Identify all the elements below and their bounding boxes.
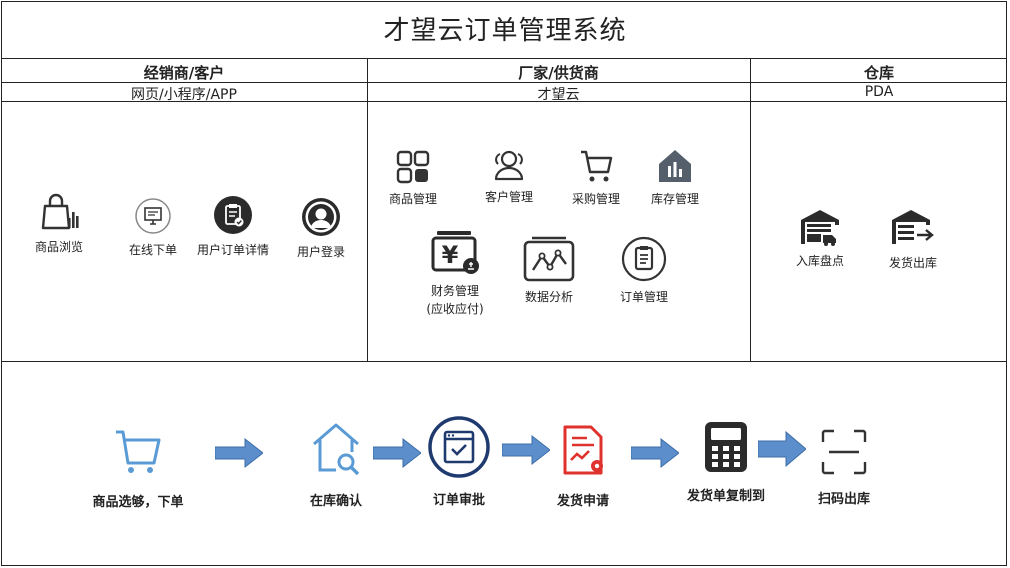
function-label: 客户管理 [484,190,533,204]
function-inventory-manage: 库存管理 [620,148,730,208]
monitor-order-icon [135,198,171,234]
warehouse-truck-icon [801,210,839,246]
step-stock-confirm: 在库确认 [276,422,396,509]
pda-device-icon [705,422,747,472]
step-select-order: 商品选够，下单 [78,425,198,510]
function-label: 财务管理(应收应付) [426,284,484,316]
step-label: 扫码出库 [817,492,870,507]
function-customer-manage: 客户管理 [454,148,564,206]
flow-arrow-icon [502,434,550,466]
function-label: 采购管理 [571,192,620,206]
column-header-warehouse: 仓库 [863,64,894,82]
function-label: 数据分析 [524,290,573,304]
function-finance-manage: ¥ 财务管理(应收应付) [400,228,510,318]
divider [1,58,1007,59]
page-title: 才望云订单管理系统 [383,16,627,46]
divider [1,361,1007,362]
step-order-approval: 订单审批 [399,415,519,508]
function-data-analysis: 数据分析 [494,236,604,306]
flow-arrow-icon [215,437,263,469]
warehouse-chart-icon [659,150,691,182]
shipping-document-icon [563,425,603,475]
grid-apps-icon [396,150,430,184]
order-approval-icon [428,416,490,478]
divider [1,101,1007,102]
step-label: 订单审批 [432,493,485,508]
home-search-icon [313,423,360,476]
function-user-order-detail: 用户订单详情 [178,195,288,259]
divider [1,82,1007,83]
column-header-vendor: 厂家/供货商 [518,64,599,82]
function-label: 订单管理 [619,290,668,304]
column-header-dealer: 经销商/客户 [143,64,225,82]
analytics-chart-icon [523,236,575,282]
platform-vendor: 才望云 [537,87,580,103]
platform-warehouse: PDA [864,84,894,100]
step-label: 在库确认 [309,494,362,509]
shopping-bag-chart-icon [41,193,79,230]
shopping-cart-icon [116,430,161,473]
shopping-cart-icon [581,150,613,182]
function-user-login: 用户登录 [266,197,376,261]
function-product-browse: 商品浏览 [4,192,114,256]
function-inbound-stocktake: 入库盘点 [765,208,875,270]
function-label: 发货出库 [888,256,937,270]
order-clipboard-icon [621,236,667,282]
function-order-manage: 订单管理 [589,236,699,306]
function-label: 入库盘点 [795,254,844,268]
function-label: 用户登录 [296,245,345,259]
function-product-manage: 商品管理 [358,150,468,208]
divider [367,58,368,362]
clipboard-check-icon [214,196,252,234]
step-label: 发货单复制到 [686,489,765,504]
function-label: 商品浏览 [34,240,83,254]
function-online-order: 在线下单 [98,197,208,259]
function-label: 用户订单详情 [196,243,269,257]
function-label: 商品管理 [388,192,437,206]
scan-frame-icon [821,429,867,475]
function-label: 库存管理 [650,192,699,206]
function-purchase-manage: 采购管理 [541,148,651,208]
divider [750,58,751,362]
finance-yen-icon: ¥ [431,231,479,274]
function-ship-outbound: 发货出库 [858,208,968,272]
step-label: 商品选够，下单 [92,495,184,510]
flow-arrow-icon [631,437,679,469]
users-icon [494,150,524,181]
step-scan-outbound: 扫码出库 [784,428,904,507]
step-shipping-request: 发货申请 [523,424,643,509]
svg-text:¥: ¥ [442,241,459,269]
step-copy-shipping-note: 发货单复制到 [666,419,786,504]
warehouse-export-icon [892,210,934,244]
user-avatar-icon [302,198,340,236]
function-label: 在线下单 [128,243,177,257]
flow-arrow-icon [758,431,806,467]
platform-dealer: 网页/小程序/APP [131,87,237,103]
step-label: 发货申请 [556,494,609,509]
flow-arrow-icon [373,437,421,469]
